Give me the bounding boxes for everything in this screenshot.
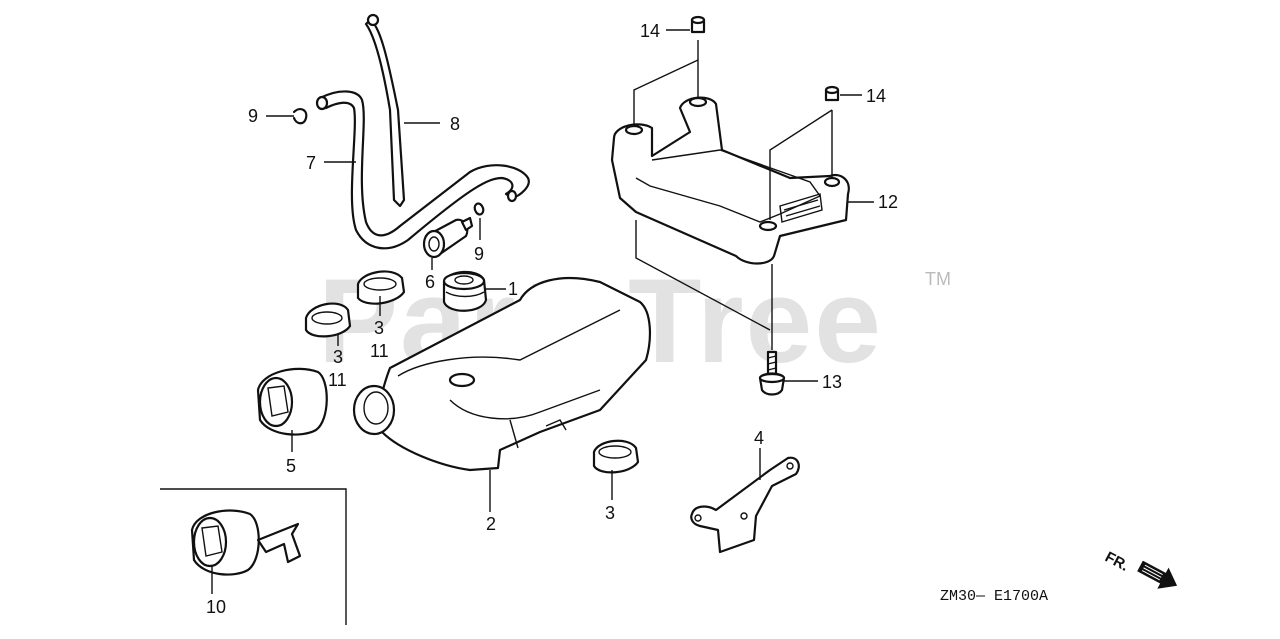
- flange-nut-right[interactable]: [824, 85, 840, 102]
- tank-guard-frame[interactable]: [610, 96, 850, 265]
- callout-8[interactable]: 8: [450, 114, 460, 134]
- fuel-tube-bent[interactable]: [315, 90, 530, 250]
- callout-2[interactable]: 2: [486, 514, 496, 534]
- callout-9a[interactable]: 9: [248, 106, 258, 126]
- front-arrow-icon: [1137, 560, 1178, 589]
- callout-11a[interactable]: 11: [370, 341, 389, 361]
- callout-3a[interactable]: 3: [374, 318, 384, 338]
- assembly-line-5: [635, 220, 771, 331]
- front-label: FR.: [1102, 549, 1131, 575]
- callout-12[interactable]: 12: [878, 192, 898, 212]
- flange-nut-left[interactable]: [690, 15, 706, 34]
- fuel-cap[interactable]: [256, 367, 328, 436]
- callout-13[interactable]: 13: [822, 372, 842, 392]
- callout-9b[interactable]: 9: [474, 244, 484, 264]
- callout-3c[interactable]: 3: [605, 503, 615, 523]
- tank-bracket[interactable]: [690, 456, 800, 554]
- callout-5[interactable]: 5: [286, 456, 296, 476]
- callout-6[interactable]: 6: [425, 272, 435, 292]
- flange-bolt[interactable]: [758, 350, 786, 396]
- fuel-tank[interactable]: [352, 276, 652, 472]
- callout-10[interactable]: 10: [206, 597, 226, 617]
- tube-clip-lower[interactable]: [473, 202, 485, 216]
- callout-14a[interactable]: 14: [640, 21, 660, 41]
- callout-4[interactable]: 4: [754, 428, 764, 448]
- callout-3b[interactable]: 3: [333, 347, 343, 367]
- fuel-cap-alt[interactable]: [190, 509, 302, 576]
- callout-14b[interactable]: 14: [866, 86, 886, 106]
- rubber-mount-lower[interactable]: [592, 439, 640, 474]
- fuel-filter[interactable]: [422, 216, 474, 259]
- watermark-trademark: TM: [925, 269, 951, 289]
- rubber-mount-upper-right[interactable]: [356, 270, 406, 305]
- tube-clip-upper[interactable]: [292, 108, 308, 125]
- inset-frame: [160, 488, 347, 625]
- diagram-code: ZM30— E1700A: [940, 588, 1048, 605]
- callout-7[interactable]: 7: [306, 153, 316, 173]
- assembly-line-1: [633, 59, 699, 126]
- assembly-line-3: [769, 109, 833, 220]
- callout-1[interactable]: 1: [508, 279, 518, 299]
- tank-grommet[interactable]: [442, 270, 488, 312]
- fuel-tube-long[interactable]: [364, 13, 406, 208]
- rubber-mount-upper-left[interactable]: [304, 302, 352, 338]
- callout-11b[interactable]: 11: [328, 370, 347, 390]
